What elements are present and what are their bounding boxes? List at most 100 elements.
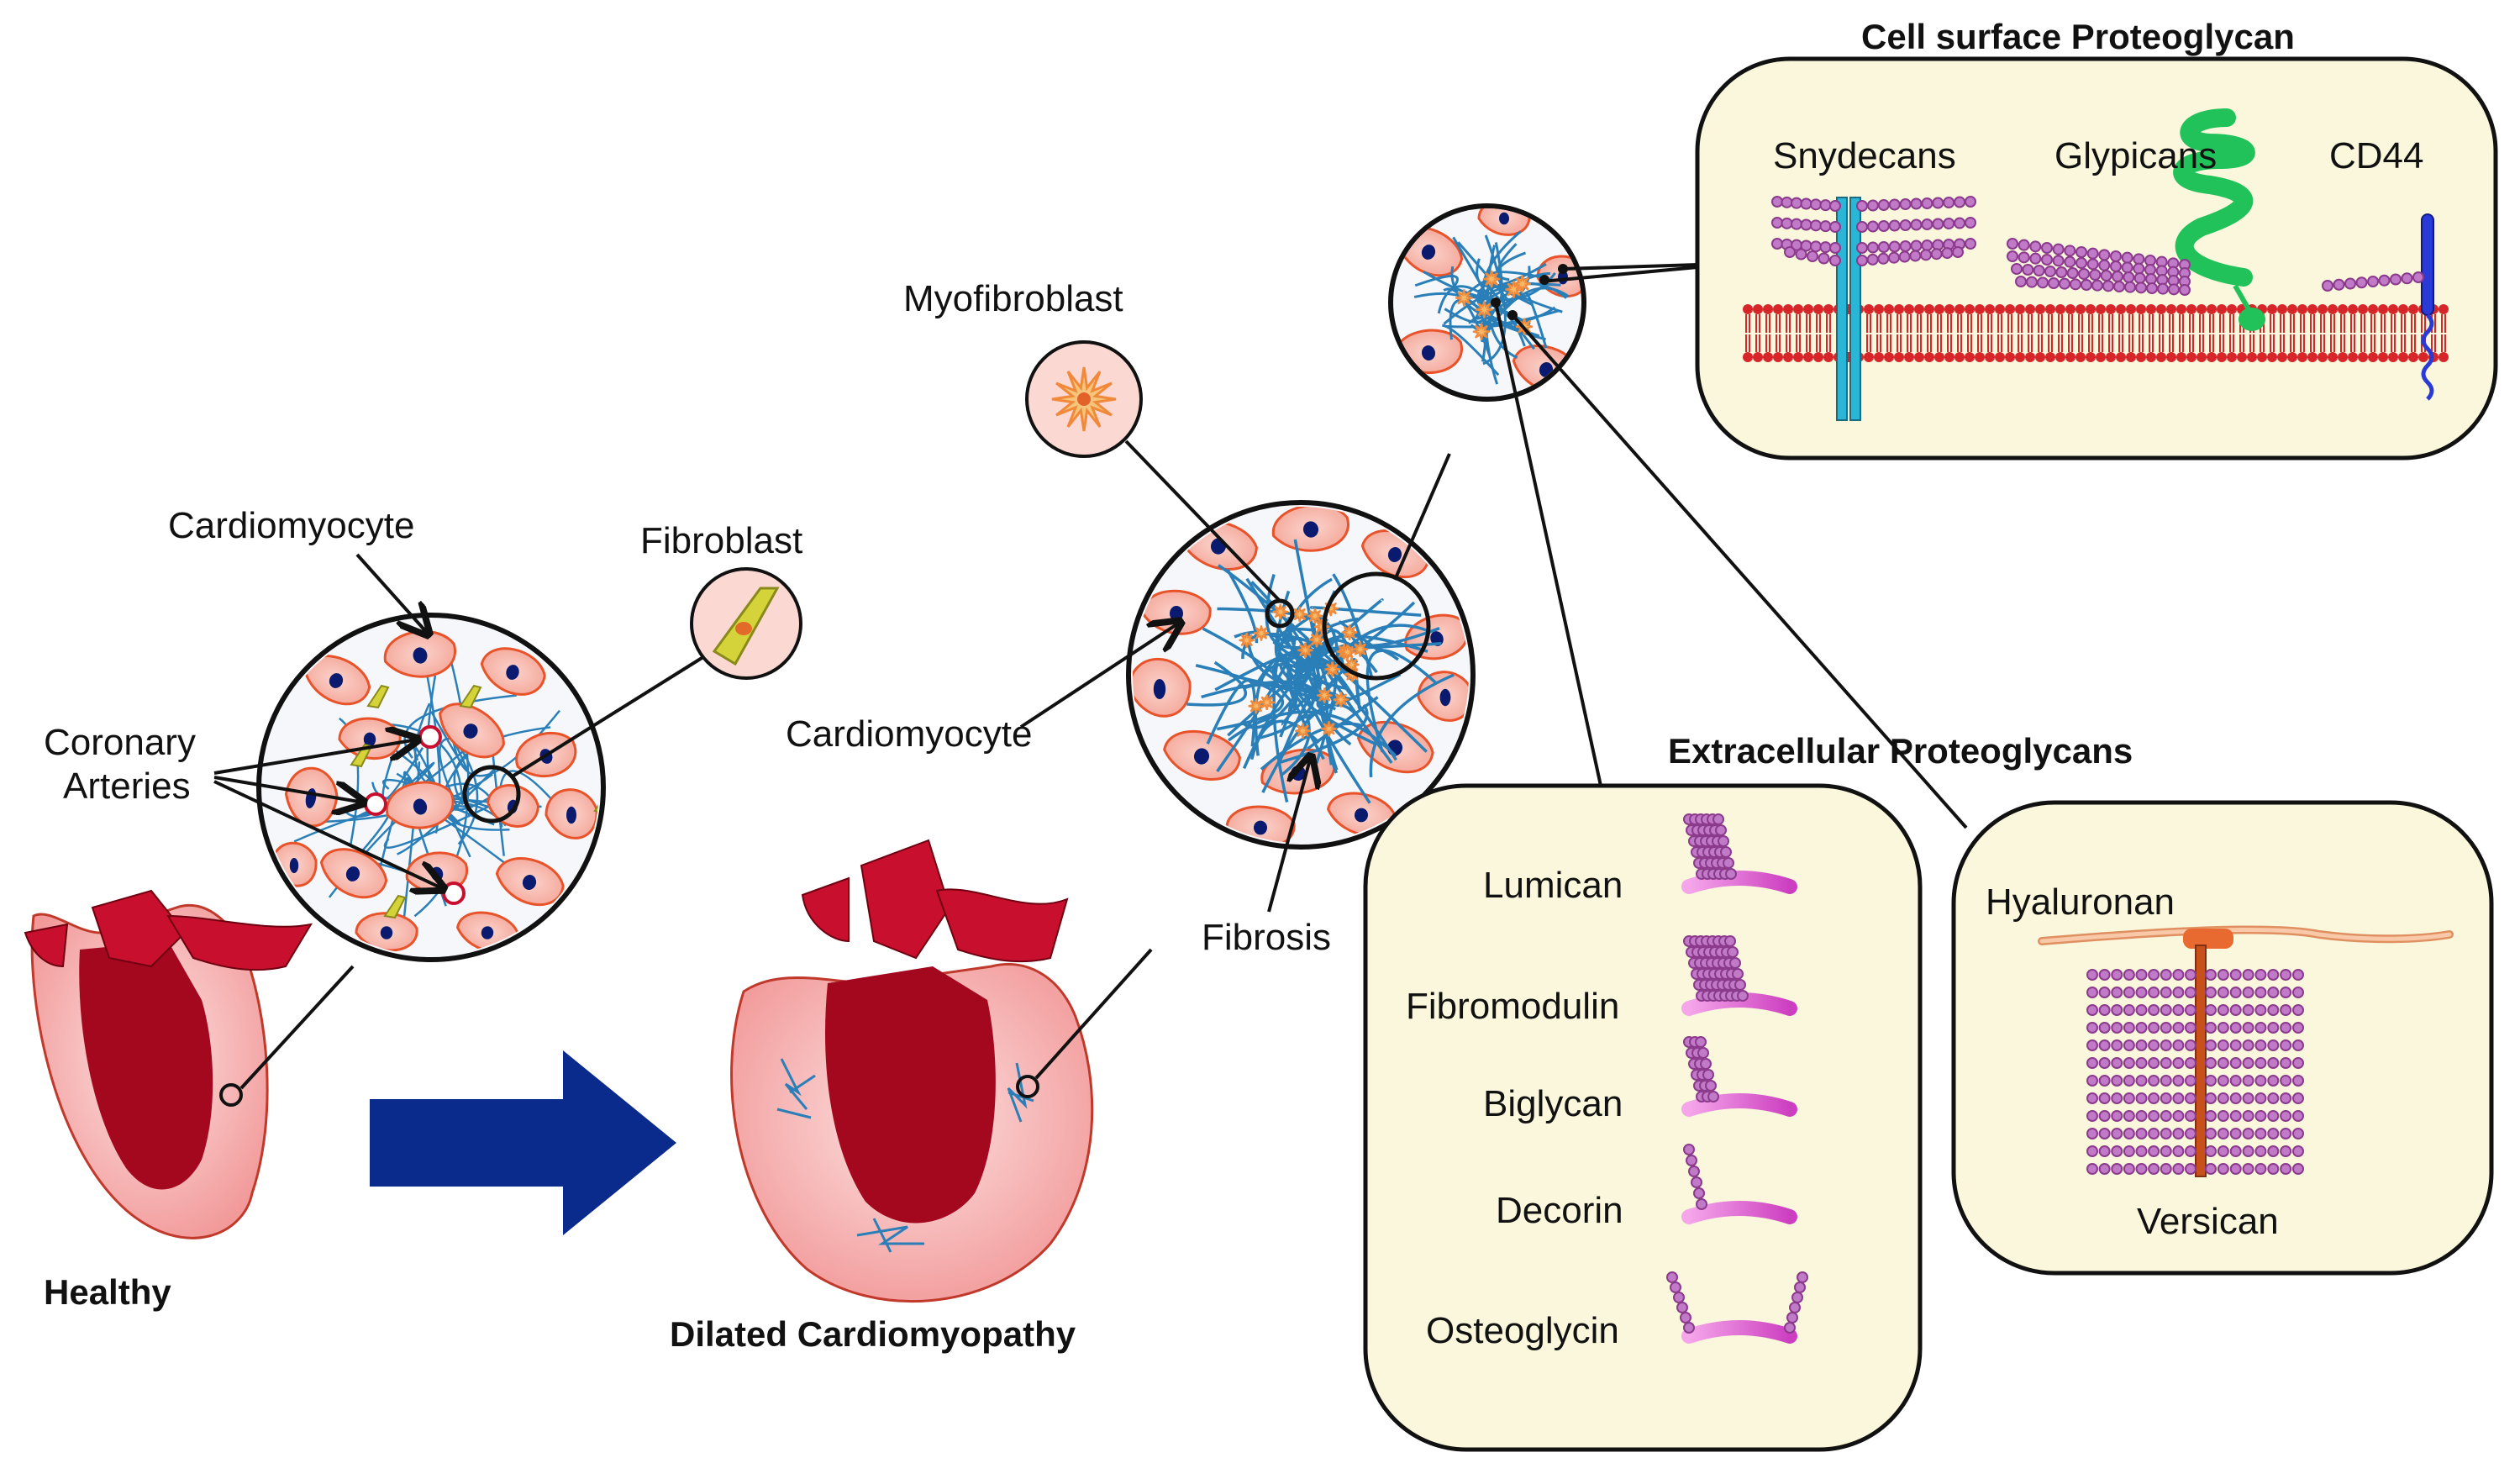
gag-bead	[1732, 968, 1744, 980]
lipid-head	[1985, 304, 1995, 314]
gag-bead	[2217, 987, 2229, 998]
lipid-head	[2247, 352, 2257, 362]
fibrosis-detail-circle	[1388, 203, 1586, 402]
nucleus	[481, 926, 494, 939]
gag-bead	[2111, 1110, 2123, 1122]
gag-bead	[2121, 261, 2133, 274]
label-lumican: Lumican	[1483, 865, 1623, 906]
gag-bead	[2066, 267, 2079, 279]
gag-bead	[1673, 1292, 1685, 1303]
label-coronary: Coronary	[44, 722, 196, 763]
lipid-head	[2217, 304, 2227, 314]
gag-bead	[2205, 1004, 2217, 1016]
gag-bead	[2135, 1057, 2148, 1069]
nucleus	[1439, 688, 1451, 707]
cardiomyocyte-cell	[319, 848, 388, 899]
nucleus	[1354, 808, 1369, 823]
myofibroblast-cell	[1239, 632, 1255, 649]
gag-bead	[2280, 1075, 2292, 1087]
gag-bead	[2229, 1092, 2242, 1104]
gag-bead	[2052, 255, 2065, 267]
lipid-head	[1995, 352, 2005, 362]
lipid-head	[2146, 304, 2156, 314]
gag-bead	[2172, 1075, 2185, 1087]
lipid-head	[1954, 304, 1965, 314]
cardiomyocyte-cell	[495, 857, 565, 907]
lipid-head	[2368, 304, 2378, 314]
gag-bead	[2098, 1110, 2111, 1122]
gag-bead	[2229, 1022, 2242, 1034]
nucleus	[380, 926, 393, 939]
gag-bead	[2111, 1092, 2123, 1104]
lipid-head	[1783, 352, 1793, 362]
gag-bead	[2098, 1039, 2111, 1051]
gag-bead	[2160, 1128, 2172, 1139]
gag-bead	[2123, 1039, 2135, 1051]
gag-bead	[2172, 1092, 2185, 1104]
gag-bead	[2267, 1022, 2280, 1034]
lipid-head	[1793, 352, 1803, 362]
gag-bead	[2254, 1004, 2267, 1016]
lipid-head	[2075, 352, 2086, 362]
gag-bead	[2205, 969, 2217, 981]
gag-bead	[1954, 217, 1966, 229]
label-glypicans: Glypicans	[2054, 135, 2217, 176]
gag-bead	[2111, 1075, 2123, 1087]
lipid-head	[2136, 304, 2146, 314]
label-fibromodulin: Fibromodulin	[1406, 986, 1619, 1027]
gag-bead	[2148, 969, 2160, 981]
lipid-head	[2025, 304, 2035, 314]
gag-bead	[2160, 1022, 2172, 1034]
myofibroblast-cell	[1259, 694, 1275, 711]
syndecan-molecule	[1771, 196, 1976, 421]
healthy-heart	[24, 889, 313, 1239]
gag-bead	[2292, 1163, 2304, 1175]
gag-bead	[2007, 250, 2018, 262]
gag-bead	[2280, 1092, 2292, 1104]
collagen-fiber	[1295, 670, 1376, 745]
lipid-head	[1954, 352, 1965, 362]
lipid-head	[2005, 352, 2015, 362]
gag-bead	[1810, 219, 1822, 232]
collagen-fiber	[397, 767, 496, 855]
gag-bead	[1727, 946, 1739, 958]
gag-bead	[2280, 1057, 2292, 1069]
gag-bead	[1829, 200, 1841, 212]
lipid-head	[2408, 304, 2418, 314]
lipid-head	[2227, 352, 2237, 362]
gag-bead	[2160, 1145, 2172, 1157]
gag-bead	[2148, 1057, 2160, 1069]
gag-bead	[2254, 1075, 2267, 1087]
gag-bead	[1676, 1302, 1688, 1313]
collagen-fiber	[1241, 671, 1313, 729]
gag-bead	[2148, 987, 2160, 998]
gag-bead	[2086, 1092, 2098, 1104]
gag-bead	[2089, 269, 2102, 281]
gag-bead	[1707, 1091, 1719, 1103]
gag-bead	[2217, 1163, 2229, 1175]
gag-bead	[2172, 1039, 2185, 1051]
gag-bead	[2098, 1163, 2111, 1175]
gag-bead	[1725, 868, 1737, 880]
gag-bead	[2242, 1110, 2254, 1122]
gag-bead	[2123, 271, 2135, 283]
lipid-head	[2156, 352, 2166, 362]
gag-bead	[1784, 246, 1796, 258]
collagen-fiber	[1339, 620, 1381, 653]
gag-bead	[2029, 240, 2042, 253]
gag-bead	[2401, 272, 2413, 285]
lipid-head	[1894, 304, 1904, 314]
lipid-head	[2317, 352, 2328, 362]
gag-bead	[1930, 248, 1943, 260]
lipid-head	[1874, 352, 1884, 362]
nucleus	[522, 875, 537, 890]
gag-bead	[2160, 1092, 2172, 1104]
lipid-head	[2176, 304, 2186, 314]
gag-bead	[1932, 197, 1944, 209]
gag-bead	[2280, 1163, 2292, 1175]
gag-bead	[1791, 197, 1802, 209]
gag-bead	[2242, 1075, 2254, 1087]
gag-bead	[1932, 218, 1944, 230]
gag-bead	[2135, 1022, 2148, 1034]
gag-bead	[1720, 846, 1732, 858]
